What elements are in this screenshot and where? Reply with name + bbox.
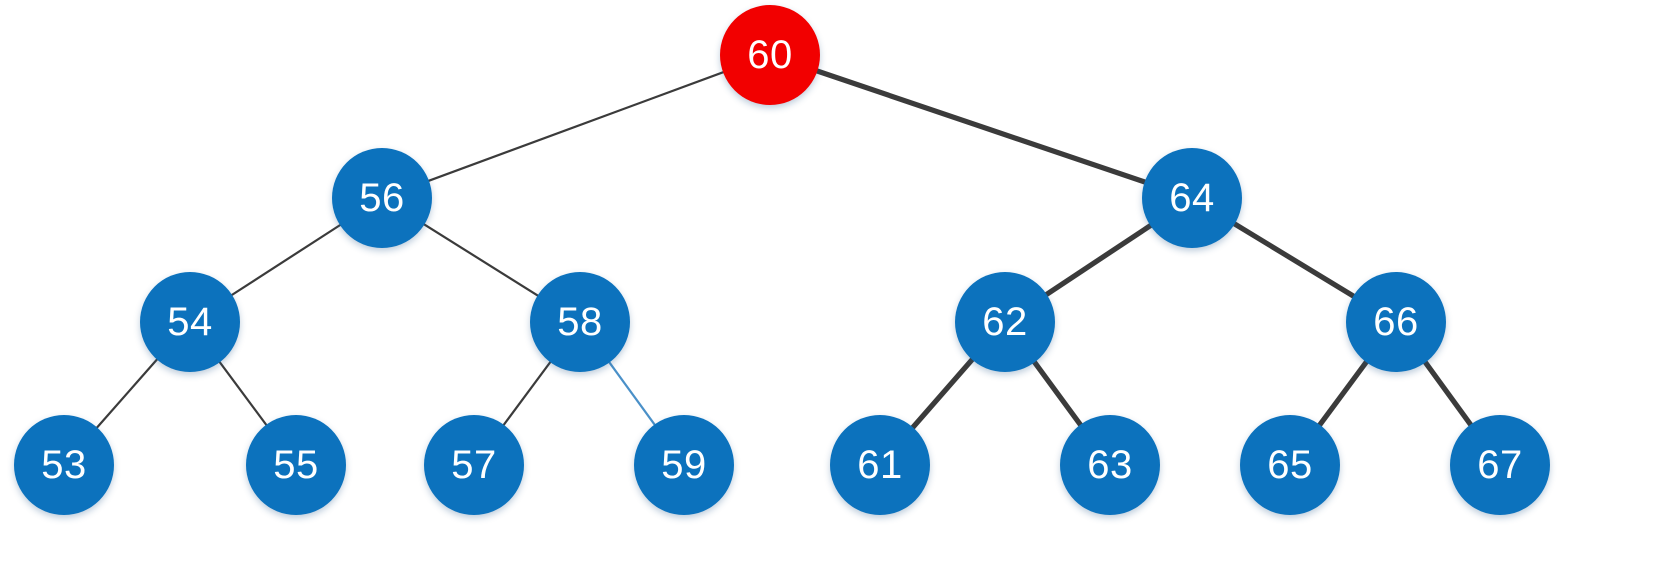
tree-node-label: 58 <box>557 300 603 344</box>
tree-node-61[interactable]: 61 <box>830 415 930 515</box>
tree-edge <box>1419 356 1477 431</box>
tree-node-66[interactable]: 66 <box>1346 272 1446 372</box>
tree-node-59[interactable]: 59 <box>634 415 734 515</box>
tree-node-62[interactable]: 62 <box>955 272 1055 372</box>
tree-edge <box>226 220 346 300</box>
tree-node-label: 64 <box>1169 176 1215 220</box>
tree-node-label: 65 <box>1267 443 1313 487</box>
tree-node-label: 55 <box>273 443 319 487</box>
tree-edge <box>1028 355 1087 432</box>
tree-node-58[interactable]: 58 <box>530 272 630 372</box>
tree-node-56[interactable]: 56 <box>332 148 432 248</box>
tree-edge <box>215 356 271 431</box>
tree-node-label: 61 <box>857 443 903 487</box>
tree-node-label: 62 <box>982 300 1028 344</box>
tree-node-label: 66 <box>1373 300 1419 344</box>
tree-edge <box>1314 355 1372 432</box>
tree-edge <box>418 220 544 300</box>
tree-edge <box>907 353 978 434</box>
tree-edge <box>604 356 660 431</box>
tree-node-label: 53 <box>41 443 87 487</box>
tree-node-label: 67 <box>1477 443 1523 487</box>
tree-node-64[interactable]: 64 <box>1142 148 1242 248</box>
tree-node-65[interactable]: 65 <box>1240 415 1340 515</box>
tree-node-54[interactable]: 54 <box>140 272 240 372</box>
tree-node-67[interactable]: 67 <box>1450 415 1550 515</box>
tree-edge <box>810 66 1152 187</box>
tree-edge <box>92 354 162 433</box>
tree-edge <box>499 356 555 431</box>
tree-node-57[interactable]: 57 <box>424 415 524 515</box>
tree-node-60[interactable]: 60 <box>720 5 820 105</box>
tree-node-label: 57 <box>451 443 497 487</box>
tree-edge <box>1228 218 1360 302</box>
tree-node-label: 56 <box>359 176 405 220</box>
tree-node-53[interactable]: 53 <box>14 415 114 515</box>
tree-edge <box>422 69 730 184</box>
tree-node-label: 60 <box>747 33 793 77</box>
tree-node-label: 59 <box>661 443 707 487</box>
tree-node-label: 54 <box>167 300 213 344</box>
tree-node-63[interactable]: 63 <box>1060 415 1160 515</box>
tree-node-55[interactable]: 55 <box>246 415 346 515</box>
tree-node-label: 63 <box>1087 443 1133 487</box>
tree-edge <box>1040 220 1157 300</box>
